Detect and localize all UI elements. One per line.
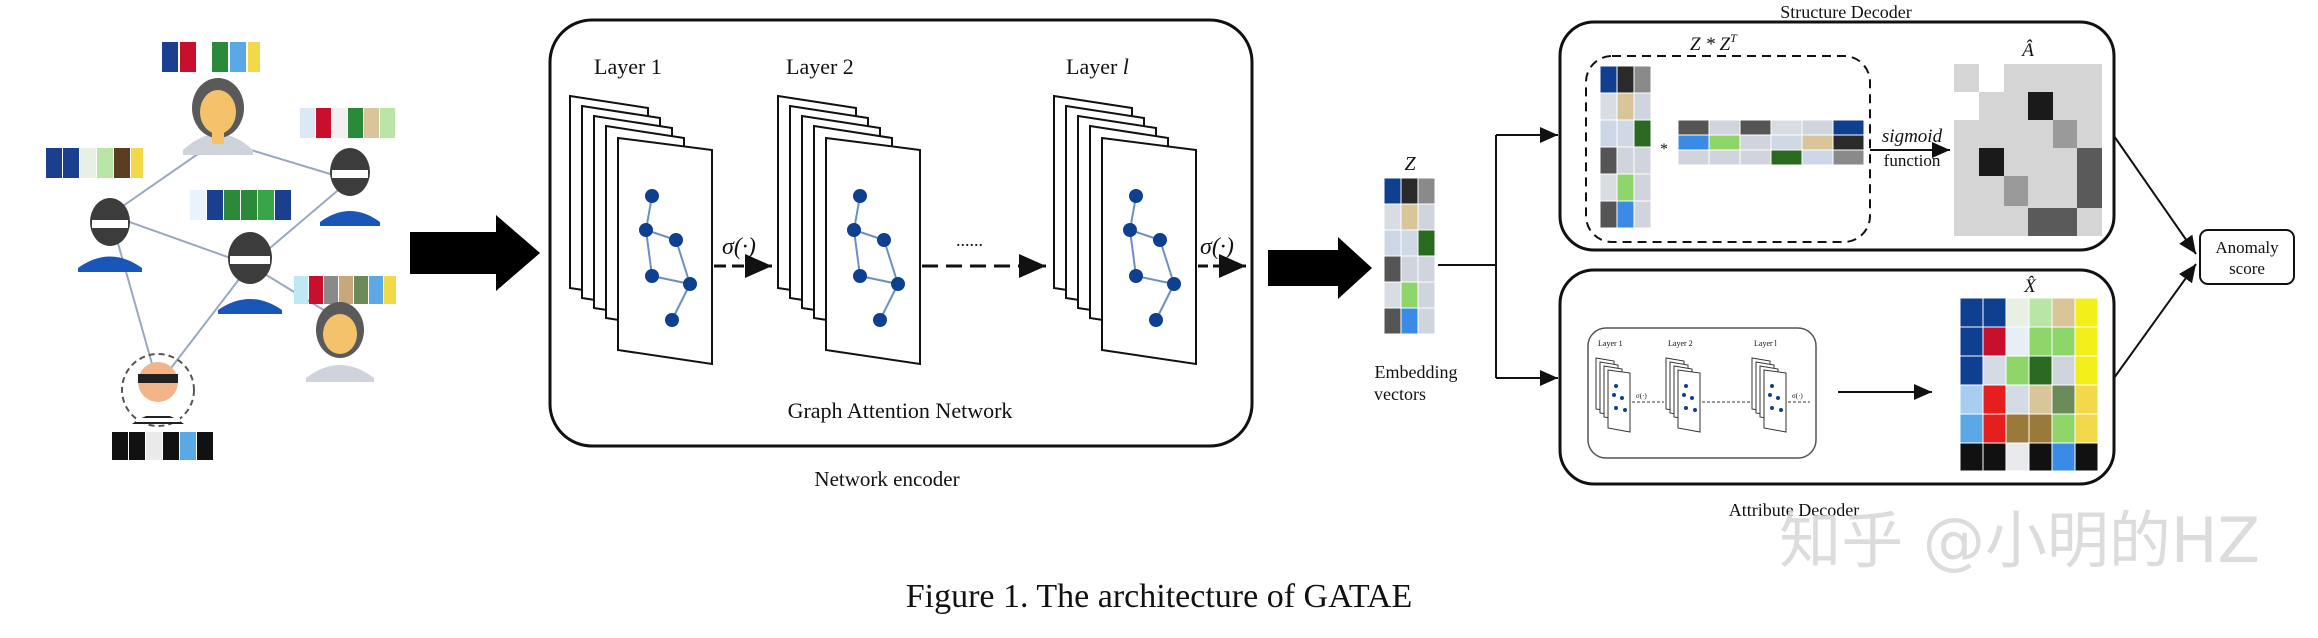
x-hat-matrix — [1959, 297, 2099, 472]
zt-matrix — [1677, 119, 1865, 166]
layerl-label: Layer l — [1066, 54, 1129, 79]
anomaly-connectors — [2113, 135, 2197, 379]
mini-layer2-label: Layer 2 — [1668, 339, 1693, 348]
layer2-stack — [777, 94, 921, 366]
layer1-graph — [639, 189, 697, 327]
attribute-bar-middle — [190, 190, 291, 220]
attribute-bar-right — [300, 108, 395, 138]
mini-nodes — [1612, 384, 1783, 412]
z-matrix-small — [1599, 65, 1652, 229]
encoder-title: Network encoder — [814, 467, 959, 491]
layerl-graph — [1123, 189, 1181, 327]
zzt-formula: Z * ZT — [1690, 31, 1738, 55]
x-hat-label: X̂ — [2023, 276, 2037, 297]
person-woman-top — [183, 78, 253, 155]
anomaly-score-box — [2199, 229, 2295, 285]
zzt-dashed-box — [1585, 55, 1871, 243]
social-graph — [46, 42, 396, 460]
embedding-caption-1: Embedding — [1375, 362, 1458, 382]
mini-layer1-label: Layer 1 — [1598, 339, 1623, 348]
person-woman-lower — [306, 302, 374, 382]
z-label: Z — [1404, 153, 1416, 175]
split-connector — [1438, 127, 1558, 386]
structure-decoder-title: Structure Decoder — [1780, 2, 1911, 22]
ellipsis-label: ...... — [956, 230, 983, 250]
mini-stacks — [1595, 357, 1787, 433]
gat-label: Graph Attention Network — [788, 398, 1013, 423]
mini-sigma-2: σ(·) — [1792, 392, 1803, 400]
a-hat-matrix — [1954, 64, 2102, 236]
layer2-label: Layer 2 — [786, 54, 854, 79]
mini-layerl-label: Layer l — [1754, 339, 1778, 348]
person-man-left — [78, 198, 142, 272]
figure-caption: Figure 1. The architecture of GATAE — [905, 578, 1413, 615]
attribute-bar-top — [162, 42, 260, 72]
times-symbol: * — [1660, 141, 1668, 158]
attribute-bar-left — [46, 148, 143, 178]
embedding-caption-2: vectors — [1374, 384, 1426, 404]
person-man-center — [218, 232, 282, 314]
sigma-label-1: σ(·) — [722, 234, 756, 260]
big-arrow-left — [410, 215, 540, 291]
layer2-graph — [847, 189, 905, 327]
layer1-label: Layer 1 — [594, 54, 662, 79]
anomaly-thief — [121, 353, 195, 427]
sigmoid-label: sigmoid — [1882, 126, 1943, 147]
watermark-text: 知乎 @小明的HZ — [1779, 504, 2260, 577]
sigma-label-2: σ(·) — [1200, 234, 1234, 260]
attribute-bar-anomaly — [112, 432, 213, 460]
attribute-decoder-title: Attribute Decoder — [1729, 500, 1859, 520]
person-man-right — [320, 148, 380, 226]
encoder-box — [548, 18, 1254, 448]
mini-sigma-1: σ(·) — [1636, 392, 1647, 400]
anomaly-label-2: score — [2229, 259, 2265, 278]
function-label: function — [1884, 151, 1941, 170]
embedding-matrix — [1383, 177, 1436, 335]
big-arrow-right — [1268, 237, 1372, 299]
anomaly-label-1: Anomaly — [2215, 238, 2279, 257]
a-hat-label: Â — [2020, 39, 2034, 61]
attribute-bar-lower — [294, 276, 396, 304]
